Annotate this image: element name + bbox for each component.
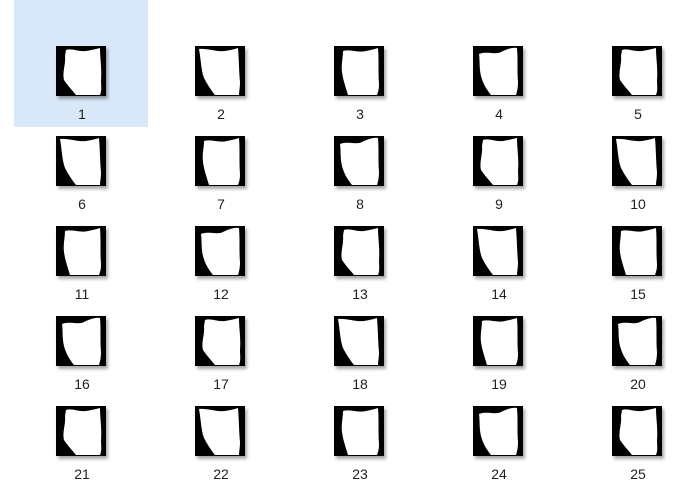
file-label: 13 (352, 286, 368, 302)
file-label: 12 (213, 286, 229, 302)
file-label: 1 (78, 106, 86, 122)
mask-thumbnail-icon (473, 226, 523, 276)
mask-thumbnail-icon (195, 226, 245, 276)
mask-thumbnail-icon (334, 406, 384, 456)
file-label: 4 (495, 106, 503, 122)
file-label: 19 (491, 376, 507, 392)
file-item[interactable]: 11 (14, 180, 148, 307)
file-item[interactable]: 25 (570, 360, 674, 487)
file-label: 20 (630, 376, 646, 392)
mask-thumbnail-icon (195, 406, 245, 456)
mask-thumbnail-icon (56, 226, 106, 276)
mask-thumbnail-icon (56, 406, 106, 456)
file-label: 3 (356, 106, 364, 122)
mask-thumbnail-icon (473, 46, 523, 96)
file-label: 18 (352, 376, 368, 392)
file-item[interactable]: 2 (153, 0, 287, 127)
file-label: 22 (213, 466, 229, 482)
file-label: 16 (74, 376, 90, 392)
mask-thumbnail-icon (473, 406, 523, 456)
file-item[interactable]: 21 (14, 360, 148, 487)
file-label: 14 (491, 286, 507, 302)
mask-thumbnail-icon (612, 316, 662, 366)
file-label: 23 (352, 466, 368, 482)
file-item[interactable]: 20 (570, 270, 674, 397)
file-item[interactable]: 5 (570, 0, 674, 127)
mask-thumbnail-icon (612, 136, 662, 186)
file-label: 11 (74, 286, 90, 302)
mask-thumbnail-icon (334, 46, 384, 96)
file-item[interactable]: 10 (570, 90, 674, 217)
file-item[interactable]: 23 (292, 360, 426, 487)
file-item[interactable]: 8 (292, 90, 426, 217)
mask-thumbnail-icon (473, 316, 523, 366)
file-item[interactable]: 9 (431, 90, 565, 217)
mask-thumbnail-icon (195, 46, 245, 96)
file-label: 5 (634, 106, 642, 122)
file-label: 15 (630, 286, 646, 302)
file-label: 25 (630, 466, 646, 482)
file-item[interactable]: 4 (431, 0, 565, 127)
file-label: 9 (495, 196, 503, 212)
mask-thumbnail-icon (56, 46, 106, 96)
mask-thumbnail-icon (56, 316, 106, 366)
file-item[interactable]: 19 (431, 270, 565, 397)
file-item[interactable]: 7 (153, 90, 287, 217)
mask-thumbnail-icon (473, 136, 523, 186)
mask-thumbnail-icon (334, 316, 384, 366)
file-item[interactable]: 16 (14, 270, 148, 397)
mask-thumbnail-icon (334, 226, 384, 276)
mask-thumbnail-icon (56, 136, 106, 186)
file-label: 17 (213, 376, 229, 392)
file-label: 21 (74, 466, 90, 482)
file-label: 10 (630, 196, 646, 212)
mask-thumbnail-icon (612, 46, 662, 96)
mask-thumbnail-icon (334, 136, 384, 186)
file-label: 8 (356, 196, 364, 212)
file-item[interactable]: 13 (292, 180, 426, 307)
mask-thumbnail-icon (195, 136, 245, 186)
file-item[interactable]: 17 (153, 270, 287, 397)
file-item[interactable]: 12 (153, 180, 287, 307)
file-label: 7 (217, 196, 225, 212)
file-label: 24 (491, 466, 507, 482)
mask-thumbnail-icon (195, 316, 245, 366)
mask-thumbnail-icon (612, 406, 662, 456)
mask-thumbnail-icon (612, 226, 662, 276)
file-item[interactable]: 6 (14, 90, 148, 217)
file-item[interactable]: 22 (153, 360, 287, 487)
file-label: 2 (217, 106, 225, 122)
file-item[interactable]: 14 (431, 180, 565, 307)
file-item[interactable]: 1 (14, 0, 148, 127)
file-item[interactable]: 3 (292, 0, 426, 127)
file-item[interactable]: 18 (292, 270, 426, 397)
file-label: 6 (78, 196, 86, 212)
file-item[interactable]: 15 (570, 180, 674, 307)
file-item[interactable]: 24 (431, 360, 565, 487)
